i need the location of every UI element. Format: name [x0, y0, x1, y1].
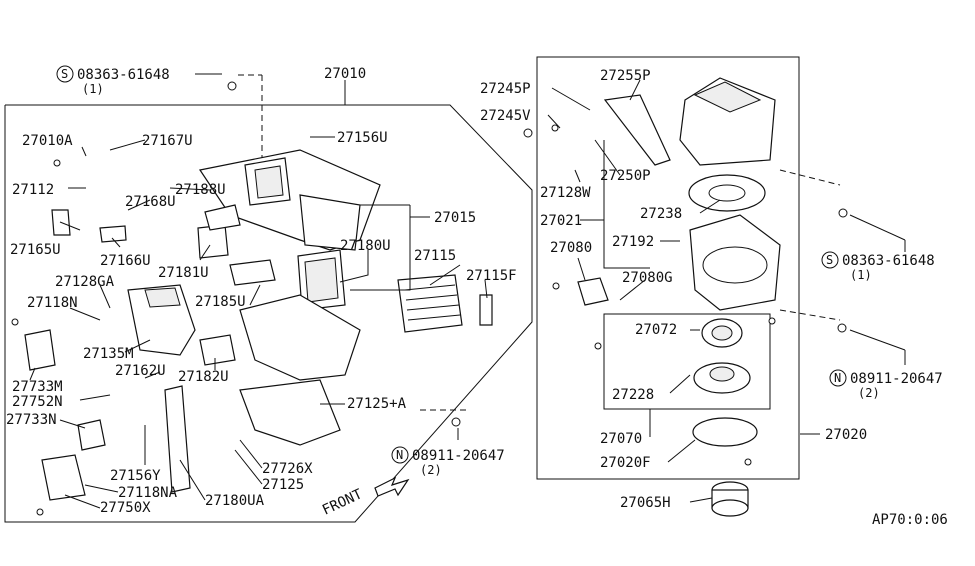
27180ua-part	[164, 385, 191, 493]
label-27181u: 27181U	[158, 265, 209, 281]
svg-text:N: N	[834, 371, 841, 385]
27070-motor-part	[693, 362, 751, 394]
svg-text:08911-20647: 08911-20647	[412, 448, 505, 464]
label-27115f: 27115F	[466, 268, 517, 284]
label-27167u: 27167U	[142, 133, 193, 149]
label-27250p: 27250P	[600, 168, 651, 184]
27166u-part	[99, 225, 127, 243]
label-27255p: 27255P	[600, 68, 651, 84]
svg-text:N: N	[396, 448, 403, 462]
27733n-part	[77, 419, 106, 451]
heater-case-upper-part	[199, 149, 381, 251]
evaporator-core-part	[397, 274, 463, 333]
label-27750x: 27750X	[100, 500, 151, 516]
label-27128ga: 27128GA	[55, 274, 115, 290]
27182u-part	[199, 334, 236, 366]
label-27010: 27010	[324, 66, 366, 82]
27733m-part	[24, 329, 56, 371]
label-27752n: 27752N	[12, 394, 63, 410]
label-27125: 27125	[262, 477, 304, 493]
fastener-s-top: S 08363-61648 (1)	[56, 65, 170, 96]
label-27070: 27070	[600, 431, 642, 447]
label-27128w: 27128W	[540, 185, 591, 201]
fastener-s-right: S 08363-61648 (1)	[821, 251, 935, 282]
27188u-part	[204, 204, 241, 231]
left-assembly-frame	[4, 104, 533, 523]
leader-lines	[29, 73, 906, 509]
label-27726x: 27726X	[262, 461, 313, 477]
label-27065h: 27065H	[620, 495, 671, 511]
intake-unit-part	[127, 284, 196, 356]
label-27020: 27020	[825, 427, 867, 443]
label-27080g: 27080G	[622, 270, 673, 286]
svg-text:S: S	[61, 67, 68, 81]
label-27118na: 27118NA	[118, 485, 178, 501]
label-27125a: 27125+A	[347, 396, 407, 412]
27238-gasket-hole	[708, 184, 746, 202]
svg-text:S: S	[826, 253, 833, 267]
svg-text:08363-61648: 08363-61648	[77, 67, 170, 83]
27020f-cover-part	[692, 417, 758, 447]
diagram-code: AP70:0:06	[872, 512, 948, 528]
label-27115: 27115	[414, 248, 456, 264]
27065h-part	[711, 481, 749, 517]
label-27165u: 27165U	[10, 242, 61, 258]
label-27135m: 27135M	[83, 346, 134, 362]
svg-text:(1): (1)	[82, 82, 104, 96]
label-27072: 27072	[635, 322, 677, 338]
svg-text:FRONT: FRONT	[320, 486, 365, 519]
label-27118n: 27118N	[27, 295, 78, 311]
label-27156y: 27156Y	[110, 468, 161, 484]
label-27156u: 27156U	[337, 130, 388, 146]
svg-text:08911-20647: 08911-20647	[850, 371, 943, 387]
intake-box-part	[679, 77, 776, 166]
label-27010a: 27010A	[22, 133, 73, 149]
blower-case-part	[689, 214, 781, 311]
label-27015: 27015	[434, 210, 476, 226]
label-27182u: 27182U	[178, 369, 229, 385]
heater-case-lower-part	[239, 294, 361, 446]
label-27185u: 27185U	[195, 294, 246, 310]
label-27733m: 27733M	[12, 379, 63, 395]
label-27192: 27192	[612, 234, 654, 250]
label-27162u: 27162U	[115, 363, 166, 379]
label-27245p: 27245P	[480, 81, 531, 97]
label-27238: 27238	[640, 206, 682, 222]
right-assembly-frame	[536, 56, 800, 480]
label-27020f: 27020F	[600, 455, 651, 471]
27185u-part	[229, 259, 276, 286]
svg-text:(2): (2)	[420, 463, 442, 477]
label-27180ua: 27180UA	[205, 493, 265, 509]
label-27188u: 27188U	[175, 182, 226, 198]
label-27180u: 27180U	[340, 238, 391, 254]
27750x-part	[41, 454, 86, 501]
svg-text:08363-61648: 08363-61648	[842, 253, 935, 269]
label-27733n: 27733N	[6, 412, 57, 428]
27255p-seal-part	[603, 94, 671, 166]
bolt-icons	[11, 81, 848, 516]
27072-fan-part	[701, 318, 743, 348]
label-27080: 27080	[550, 240, 592, 256]
27115f-part	[479, 294, 493, 326]
fastener-n-bottom: N 08911-20647 (2)	[391, 446, 505, 477]
label-27228: 27228	[612, 387, 654, 403]
label-27021: 27021	[540, 213, 582, 229]
27238-gasket-part	[688, 174, 766, 212]
label-27112: 27112	[12, 182, 54, 198]
svg-text:(2): (2)	[858, 386, 880, 400]
27021-bracket	[603, 140, 650, 269]
label-27245v: 27245V	[480, 108, 531, 124]
blower-sub-frame	[603, 313, 771, 410]
fastener-n-right: N 08911-20647 (2)	[829, 369, 943, 400]
svg-text:(1): (1)	[850, 268, 872, 282]
27080-actuator-part	[577, 277, 609, 306]
heater-core-part	[297, 249, 346, 311]
label-27168u: 27168U	[125, 194, 176, 210]
label-27166u: 27166U	[100, 253, 151, 269]
